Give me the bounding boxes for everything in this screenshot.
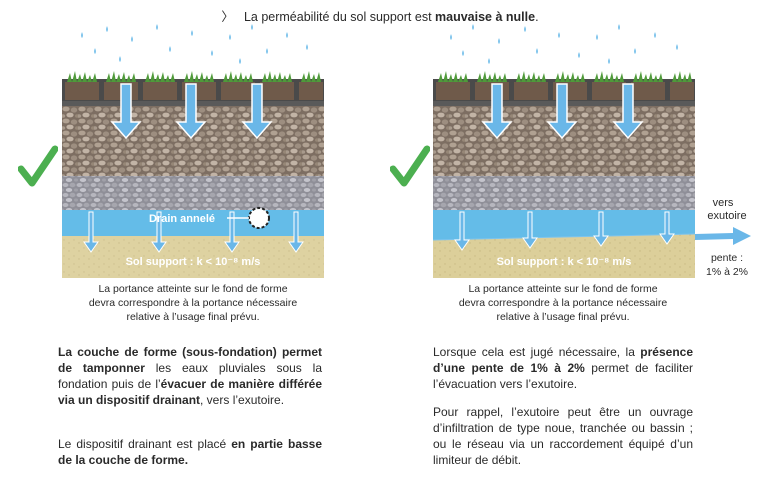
text: Le dispositif drainant est placé bbox=[58, 437, 232, 451]
right-diagram: Sol support : k < 10⁻⁸ m/s vers exutoire… bbox=[433, 24, 751, 278]
subfoundation-layer bbox=[62, 176, 324, 210]
caption-line: devra correspondre à la portance nécessa… bbox=[458, 297, 668, 309]
infiltration-arrows bbox=[110, 83, 273, 140]
grass bbox=[67, 71, 321, 82]
text: Lorsque cela est jugé nécessaire, la bbox=[433, 345, 641, 359]
left-diagram: Drain annelé Sol support : k < 10⁻⁸ m/s bbox=[62, 24, 324, 278]
caption-line: La portance atteinte sur le fond de form… bbox=[98, 283, 288, 295]
check-icon bbox=[390, 145, 430, 187]
header-text-end: . bbox=[535, 10, 539, 24]
outlet-arrow-icon bbox=[695, 227, 751, 245]
subfoundation-layer bbox=[433, 176, 695, 210]
grass bbox=[438, 71, 692, 82]
right-paragraph-1: Lorsque cela est jugé nécessaire, la pré… bbox=[433, 344, 693, 392]
text: les eaux pluviales sous la fondation pui… bbox=[58, 361, 322, 391]
soil-label: Sol support : k < 10⁻⁸ m/s bbox=[497, 256, 632, 268]
caption-line: relative à l’usage final prévu. bbox=[126, 311, 260, 323]
drain-label: Drain annelé bbox=[149, 213, 215, 225]
soil-label: Sol support : k < 10⁻⁸ m/s bbox=[126, 256, 261, 268]
header-text: La perméabilité du sol support est bbox=[243, 10, 436, 24]
text-bold: La couche de forme (sous-fondation) perm… bbox=[58, 345, 322, 375]
soil-layer bbox=[433, 234, 695, 278]
rain-drops bbox=[81, 24, 308, 64]
caption-line: relative à l’usage final prévu. bbox=[496, 311, 630, 323]
drainage-arrows bbox=[454, 211, 675, 251]
caption-line: devra correspondre à la portance nécessa… bbox=[88, 297, 298, 309]
paver-row bbox=[436, 82, 694, 100]
drainage-arrows bbox=[83, 211, 304, 253]
soil-layer bbox=[62, 236, 324, 278]
right-paragraph-2: Pour rappel, l’exutoire peut être un ouv… bbox=[433, 404, 693, 468]
header-text-bold: mauvaise à nulle bbox=[435, 10, 536, 24]
rain-drops bbox=[450, 24, 678, 64]
text: Pour rappel, l’exutoire peut être un ouv… bbox=[433, 405, 693, 467]
outlet-label-line1: vers bbox=[713, 197, 734, 209]
slope-label-line2: 1% à 2% bbox=[706, 266, 748, 278]
text-bold: en partie basse de la couche de forme. bbox=[58, 437, 323, 467]
text-bold: présence d’une pente de 1% à 2% bbox=[433, 345, 693, 375]
page-header: 〉 La perméabilité du sol support est mauv… bbox=[0, 6, 760, 25]
drain-pipe-icon bbox=[227, 207, 270, 229]
water-layer bbox=[433, 210, 695, 240]
left-caption: La portance atteinte sur le fond de form… bbox=[58, 282, 328, 324]
right-caption: La portance atteinte sur le fond de form… bbox=[428, 282, 698, 324]
left-paragraph-2: Le dispositif drainant est placé en part… bbox=[58, 436, 322, 468]
check-icon bbox=[18, 145, 58, 187]
text: , vers l’exutoire. bbox=[200, 393, 285, 407]
slope-label-line1: pente : bbox=[711, 252, 743, 264]
text: permet de faciliter l’évacuation vers l’… bbox=[433, 361, 693, 391]
caption-line: La portance atteinte sur le fond de form… bbox=[468, 283, 658, 295]
bullet-chevron-icon: 〉 bbox=[221, 10, 234, 24]
infiltration-arrows bbox=[481, 83, 644, 140]
water-layer bbox=[62, 210, 324, 236]
left-paragraph-1: La couche de forme (sous-fondation) perm… bbox=[58, 344, 322, 408]
text-bold: évacuer de manière différée via un dispo… bbox=[58, 377, 323, 407]
outlet-label-line2: exutoire bbox=[707, 210, 746, 222]
